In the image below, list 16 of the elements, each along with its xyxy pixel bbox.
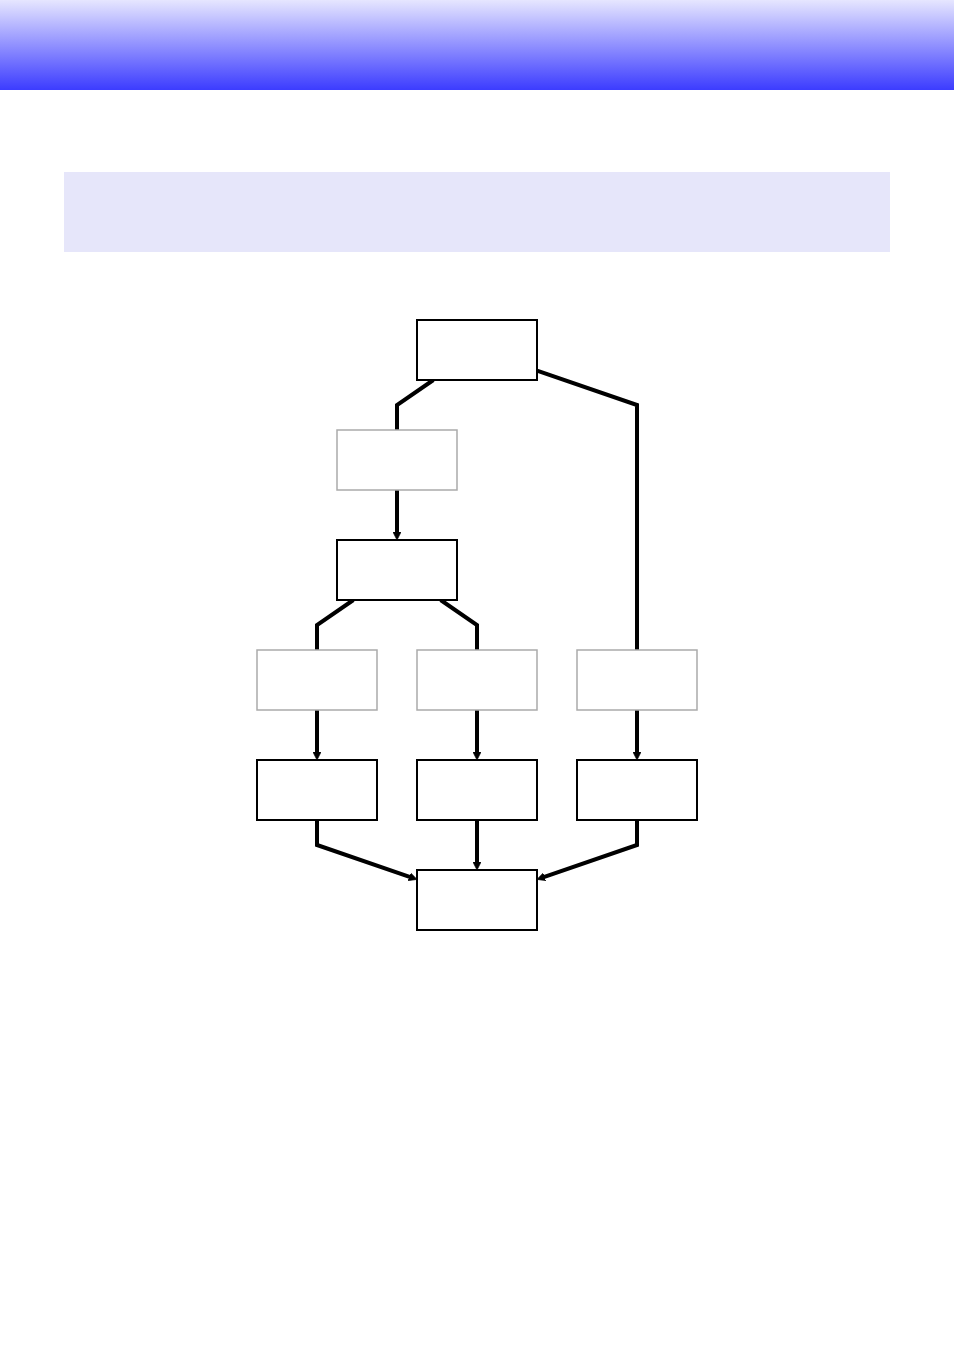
node-box — [416, 649, 538, 711]
arrow — [472, 710, 482, 761]
node-box — [256, 759, 378, 821]
node-box — [416, 869, 538, 931]
node-box — [256, 649, 378, 711]
node-box — [576, 759, 698, 821]
node-box — [576, 649, 698, 711]
node-box — [416, 319, 538, 381]
node-box — [336, 539, 458, 601]
arrow — [632, 710, 642, 761]
arrow — [472, 820, 482, 871]
arrow — [315, 820, 418, 881]
arrow — [312, 710, 322, 761]
node-box — [416, 759, 538, 821]
arrow — [392, 490, 402, 541]
node-box — [336, 429, 458, 491]
